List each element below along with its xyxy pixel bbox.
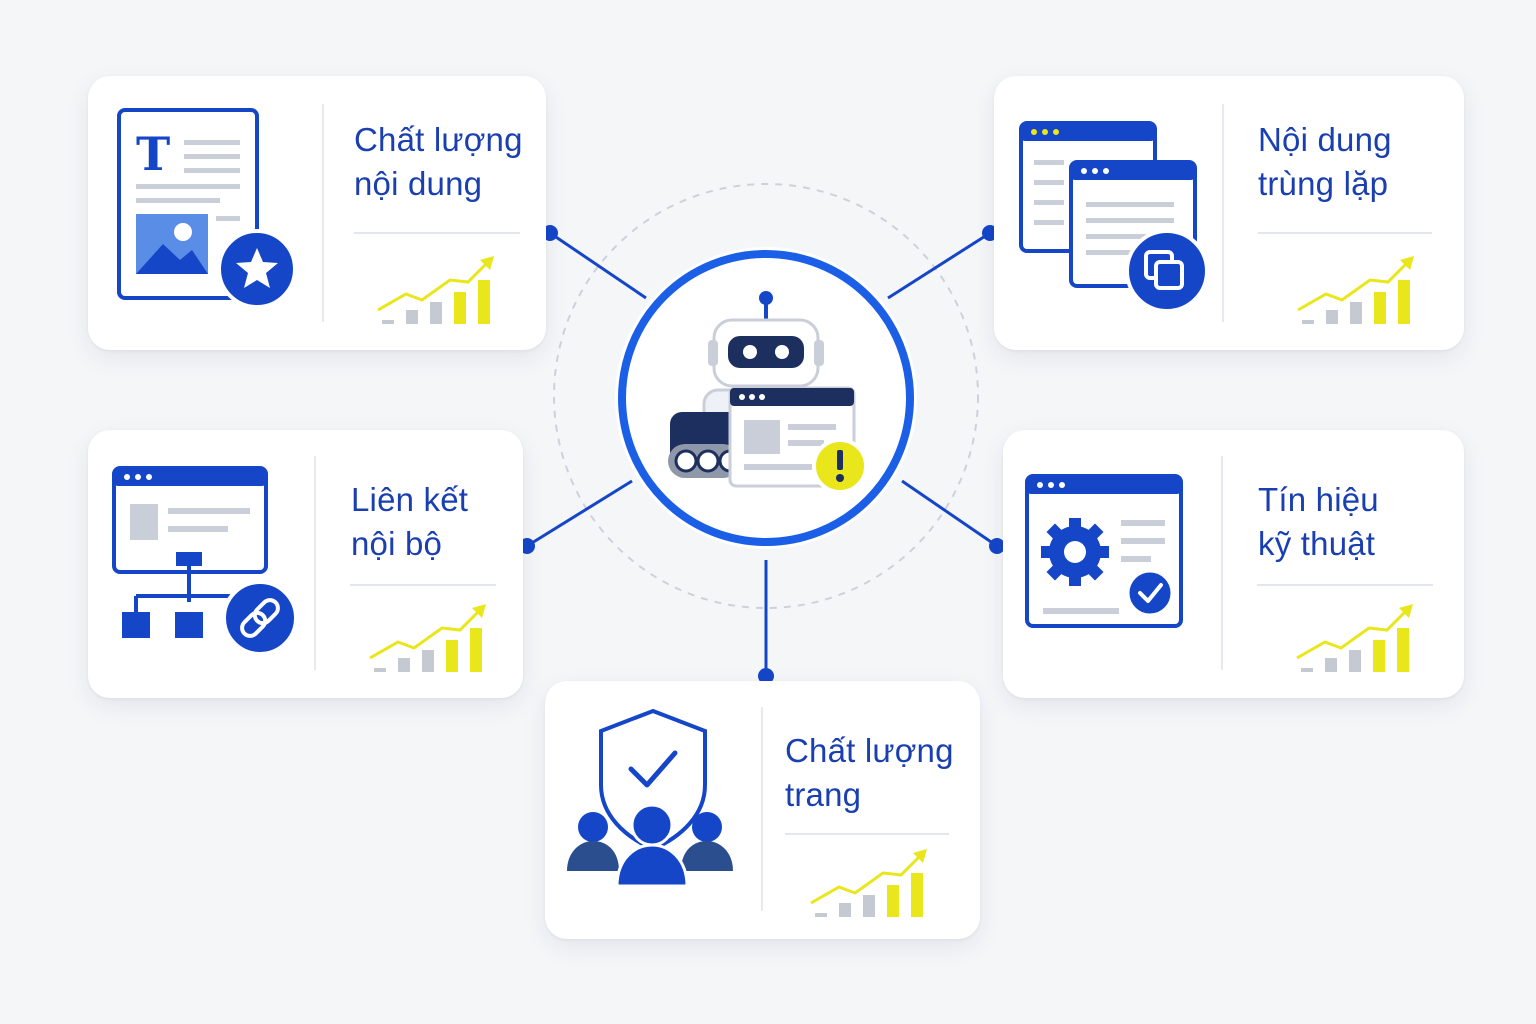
card-divider <box>314 456 316 670</box>
connector-content-quality <box>549 231 647 300</box>
card-internal-links: Liên kết nội bộ <box>88 430 523 698</box>
card-label: Tín hiệu kỹ thuật <box>1258 478 1379 566</box>
card-content-quality: T Chất lượng nội dung <box>88 76 546 350</box>
connector-technical-signals <box>901 479 998 548</box>
card-label-line1: Liên kết <box>351 481 469 518</box>
connector-dot-content-quality <box>542 225 558 241</box>
connector-duplicate-content <box>887 231 991 300</box>
card-label-line1: Tín hiệu <box>1258 481 1379 518</box>
card-label-line2: trang <box>785 776 862 813</box>
trend-up-icon <box>1296 604 1413 672</box>
card-label-line2: kỹ thuật <box>1258 525 1376 562</box>
card-technical-signals: Tín hiệu kỹ thuật <box>1003 430 1464 698</box>
connector-dot-page-quality <box>758 668 774 684</box>
trend-up-icon <box>1297 256 1414 324</box>
document-star-icon: T <box>117 108 297 309</box>
card-divider <box>322 104 324 322</box>
card-rule <box>354 232 520 234</box>
gear-icon <box>1041 518 1109 586</box>
connector-dot-internal-links <box>519 538 535 554</box>
card-label: Chất lượng nội dung <box>354 118 523 206</box>
connector-internal-links <box>526 479 633 548</box>
card-label-line1: Chất lượng <box>785 732 954 769</box>
svg-text:T: T <box>136 127 170 181</box>
card-divider <box>1222 104 1224 322</box>
card-label: Liên kết nội bộ <box>351 478 468 566</box>
trend-up-icon <box>810 849 927 917</box>
card-label-line2: nội bộ <box>351 525 443 562</box>
card-rule <box>785 833 949 835</box>
duplicate-windows-icon <box>1019 121 1209 313</box>
card-rule <box>1258 232 1432 234</box>
card-label: Nội dung trùng lặp <box>1258 118 1392 206</box>
card-label-line1: Chất lượng <box>354 121 523 158</box>
card-divider <box>1221 456 1223 670</box>
shield-users-icon <box>567 708 733 888</box>
card-label: Chất lượng trang <box>785 729 954 817</box>
card-label-line2: nội dung <box>354 165 483 202</box>
dashed-orbit <box>553 183 979 609</box>
connector-dot-technical-signals <box>989 538 1005 554</box>
card-rule <box>350 584 496 586</box>
trend-up-icon <box>369 604 486 672</box>
trend-up-icon <box>377 256 494 324</box>
card-label-line2: trùng lặp <box>1258 165 1389 202</box>
robot-crawler-warning-icon <box>615 247 917 549</box>
gear-window-check-icon <box>1025 474 1183 628</box>
card-label-line1: Nội dung <box>1258 121 1392 158</box>
card-page-quality: Chất lượng trang <box>545 681 980 939</box>
sitemap-link-icon <box>112 466 298 656</box>
card-duplicate-content: Nội dung trùng lặp <box>994 76 1464 350</box>
card-rule <box>1257 584 1433 586</box>
card-divider <box>761 707 763 911</box>
